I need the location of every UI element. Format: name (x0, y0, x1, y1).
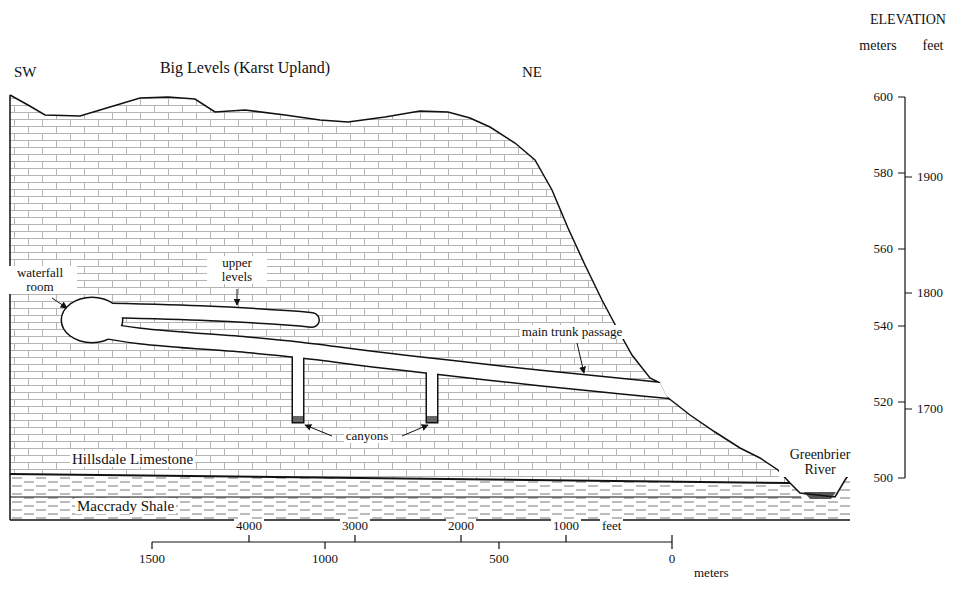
river-label: Greenbrier River (779, 447, 861, 478)
scale-label: 4000 (234, 519, 264, 533)
cave-label: main trunk passage (520, 325, 624, 339)
scale-label: 1500 (137, 552, 167, 566)
cave-passages (61, 297, 691, 424)
scale-unit: meters (692, 566, 731, 580)
cave-label: upper levels (207, 256, 267, 285)
scale-label: 1000 (310, 552, 340, 566)
tick-label: 580 (872, 166, 896, 180)
landform-label: Big Levels (Karst Upland) (158, 59, 332, 77)
tick-label: 500 (872, 471, 896, 485)
tick-label: 560 (872, 242, 896, 256)
limestone-layer (10, 95, 790, 483)
scale-label: 0 (667, 552, 678, 566)
scale-label: 500 (487, 552, 511, 566)
axis-unit: meters (857, 38, 898, 53)
land-surface (10, 95, 660, 383)
valley-slope (667, 397, 790, 483)
formation-label: Hillsdale Limestone (70, 451, 195, 468)
direction-label: NE (520, 64, 544, 81)
tick-label: 520 (872, 395, 896, 409)
tick-label: 600 (872, 90, 896, 104)
leader-arrows (52, 289, 584, 436)
tick-label: 1800 (915, 286, 945, 300)
cave-label: canyons (344, 429, 391, 443)
elevation-axis (898, 97, 912, 478)
tick-label: 540 (872, 319, 896, 333)
strata-lines (10, 95, 850, 520)
scale-unit: feet (600, 519, 623, 533)
axis-title: ELEVATION (868, 12, 948, 27)
formation-label: Maccrady Shale (75, 498, 176, 515)
tick-label: 1700 (915, 402, 945, 416)
tick-label: 1900 (915, 170, 945, 184)
direction-label: SW (12, 64, 39, 81)
scale-label: 1000 (551, 519, 581, 533)
scale-bar (152, 535, 672, 549)
scale-label: 3000 (340, 519, 370, 533)
axis-unit: feet (921, 38, 946, 53)
scale-label: 2000 (446, 519, 476, 533)
cave-label: waterfall room (3, 266, 77, 295)
